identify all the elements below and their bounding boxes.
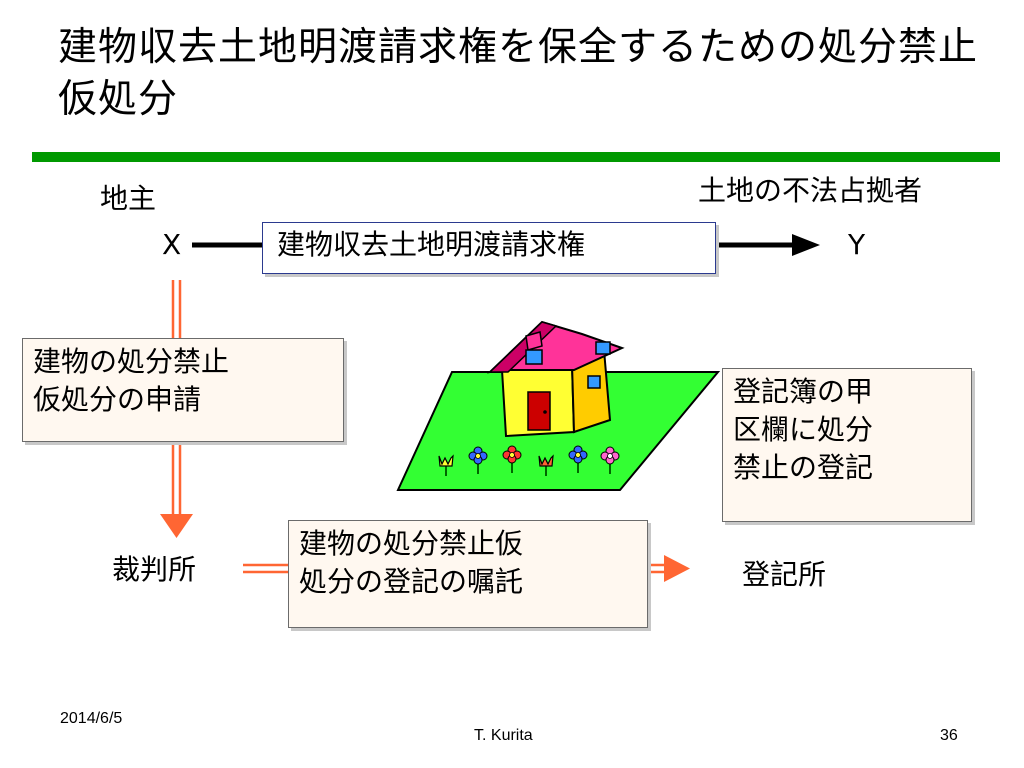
footer-author: T. Kurita: [474, 727, 533, 744]
claim-box: 建物収去土地明渡請求権: [262, 222, 716, 274]
window-right: [595, 341, 611, 355]
tulip-icon: [438, 454, 454, 476]
registry-line-3: 禁止の登記: [733, 451, 874, 484]
window-left: [525, 349, 543, 365]
claim-text: 建物収去土地明渡請求権: [277, 228, 586, 261]
party-y: Y: [848, 228, 866, 261]
footer-date: 2014/6/5: [60, 710, 123, 727]
application-line-2: 仮処分の申請: [33, 383, 202, 416]
flower-icon: [468, 446, 488, 474]
slide-title: 建物収去土地明渡請求権を保全するための処分禁止仮処分: [58, 25, 979, 122]
court-arrow: [243, 563, 290, 574]
chimney: [525, 331, 543, 351]
registry-record-box: 登記簿の甲 区欄に処分 禁止の登記: [722, 368, 972, 522]
house-illustration: [396, 320, 721, 491]
window-side: [587, 375, 601, 389]
flower-icon: [568, 445, 588, 473]
vertical-arrowhead: [160, 514, 193, 538]
title-divider: [32, 152, 1000, 162]
commission-line-1: 建物の処分禁止仮: [299, 527, 524, 560]
court-label: 裁判所: [112, 553, 197, 586]
application-line-1: 建物の処分禁止: [33, 345, 230, 378]
party-x: X: [162, 228, 182, 261]
registry-line-2: 区欄に処分: [733, 413, 874, 446]
commission-line-2: 処分の登記の嘱託: [299, 565, 524, 598]
squatter-label: 土地の不法占拠者: [698, 174, 923, 207]
registry-line-1: 登記簿の甲: [733, 375, 874, 408]
application-box: 建物の処分禁止 仮処分の申請: [22, 338, 344, 442]
registry-label: 登記所: [742, 558, 827, 591]
claim-arrowhead: [792, 234, 820, 256]
footer-page-number: 36: [940, 727, 958, 744]
registry-arrowhead: [664, 555, 690, 582]
flower-icon: [502, 445, 522, 473]
tulip-icon: [538, 454, 554, 476]
registry-arrow: [648, 563, 666, 574]
flower-icon: [600, 446, 620, 474]
door: [527, 391, 551, 431]
landowner-label: 地主: [100, 182, 157, 215]
commission-box: 建物の処分禁止仮 処分の登記の嘱託: [288, 520, 648, 628]
